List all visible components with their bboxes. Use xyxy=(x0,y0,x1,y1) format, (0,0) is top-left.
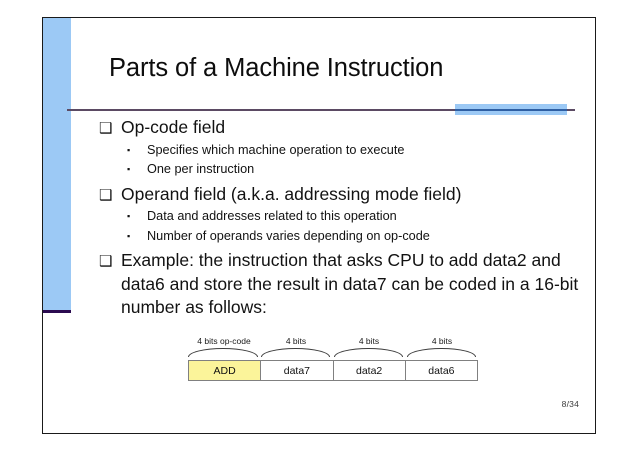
brace-operand1 xyxy=(261,348,330,357)
field-label-operand3: 4 bits xyxy=(431,336,453,346)
instruction-format-figure: 4 bits op-code 4 bits 4 bits 4 bits ADD … xyxy=(188,336,478,381)
bullet-level1: ❑ Op-code field xyxy=(99,116,589,140)
square-filled-bullet-icon: ▪ xyxy=(127,230,131,241)
figure-braces xyxy=(188,348,478,359)
bullet-level2-text: One per instruction xyxy=(147,162,255,176)
square-outline-bullet-icon: ❑ xyxy=(99,253,113,270)
bullet-level1-text: Operand field (a.k.a. addressing mode fi… xyxy=(121,183,462,204)
bullet-level2-text: Data and addresses related to this opera… xyxy=(147,209,397,223)
bullet-level2-text: Number of operands varies depending on o… xyxy=(147,228,430,243)
left-accent-band-underline xyxy=(43,310,71,313)
bullet-level2: ▪ Number of operands varies depending on… xyxy=(99,227,589,247)
instruction-cell-operand3: data6 xyxy=(428,364,455,377)
bullet-level1-text: Op-code field xyxy=(121,117,226,137)
bullet-level1-text: Example: the instruction that asks CPU t… xyxy=(121,250,579,317)
bullet-level2: ▪ One per instruction xyxy=(99,160,589,180)
bullet-level2: ▪ Data and addresses related to this ope… xyxy=(99,207,589,227)
square-filled-bullet-icon: ▪ xyxy=(127,164,131,174)
title-divider-accent-line xyxy=(455,109,567,111)
title-divider-rule xyxy=(67,109,575,111)
slide-title: Parts of a Machine Instruction xyxy=(109,54,444,82)
bullet-level1: ❑ Operand field (a.k.a. addressing mode … xyxy=(99,183,589,207)
left-accent-band xyxy=(43,18,71,310)
brace-operand2 xyxy=(334,348,403,357)
bullet-level2-text: Specifies which machine operation to exe… xyxy=(147,142,405,157)
field-label-operand1: 4 bits xyxy=(285,336,307,346)
square-filled-bullet-icon: ▪ xyxy=(127,144,131,155)
instruction-format-table: ADD data7 data2 data6 xyxy=(188,360,478,381)
page-number: 8/34 xyxy=(561,399,579,409)
brace-operand3 xyxy=(407,348,476,357)
brace-opcode xyxy=(188,348,258,357)
bullet-level2: ▪ Specifies which machine operation to e… xyxy=(99,141,589,161)
instruction-cell-opcode: ADD xyxy=(189,361,262,380)
bullet-level1: ❑ Example: the instruction that asks CPU… xyxy=(99,249,589,320)
slide-canvas: Parts of a Machine Instruction ❑ Op-code… xyxy=(42,17,596,434)
instruction-cell-operand2: data2 xyxy=(334,361,406,380)
figure-field-labels: 4 bits op-code 4 bits 4 bits 4 bits xyxy=(188,336,478,348)
square-outline-bullet-icon: ❑ xyxy=(99,120,113,137)
field-label-opcode: 4 bits op-code xyxy=(197,336,251,346)
field-label-operand2: 4 bits xyxy=(358,336,380,346)
square-filled-bullet-icon: ▪ xyxy=(127,211,131,221)
square-outline-bullet-icon: ❑ xyxy=(99,186,113,204)
slide-body: ❑ Op-code field ▪ Specifies which machin… xyxy=(99,116,589,321)
instruction-cell-operand1: data7 xyxy=(261,361,334,380)
